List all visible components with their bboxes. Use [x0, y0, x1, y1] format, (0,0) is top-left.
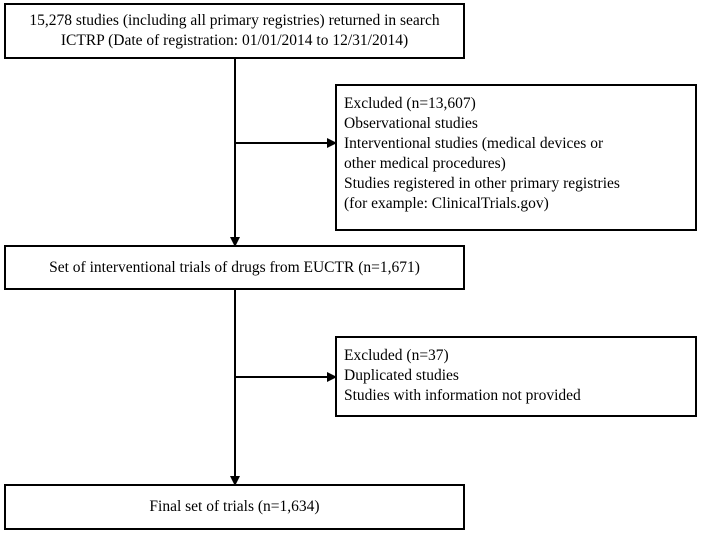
euctr-trials-label: Set of interventional trials of drugs fr… — [49, 258, 420, 276]
final-set-box: Final set of trials (n=1,634) — [4, 484, 465, 530]
excluded-1-reason-example: (for example: ClinicalTrials.gov) — [344, 195, 549, 212]
euctr-trials-box: Set of interventional trials of drugs fr… — [4, 245, 465, 290]
excluded-1-count: Excluded (n=13,607) — [344, 95, 476, 112]
excluded-box-1: Excluded (n=13,607) Observational studie… — [335, 84, 697, 231]
excluded-2-count: Excluded (n=37) — [344, 347, 449, 364]
excluded-box-2: Excluded (n=37) Duplicated studies Studi… — [335, 336, 697, 417]
search-results-line-2: ICTRP (Date of registration: 01/01/2014 … — [60, 32, 409, 49]
final-set-label: Final set of trials (n=1,634) — [149, 498, 320, 515]
excluded-1-reason-other-registries: Studies registered in other primary regi… — [344, 175, 620, 192]
excluded-1-reason-observational: Observational studies — [344, 115, 478, 132]
search-results-box: 15,278 studies (including all primary re… — [4, 3, 465, 59]
search-results-line-1: 15,278 studies (including all primary re… — [29, 12, 440, 29]
excluded-2-reason-duplicated: Duplicated studies — [344, 367, 459, 384]
excluded-2-reason-no-info: Studies with information not provided — [344, 387, 581, 404]
excluded-1-reason-interventional-cont: other medical procedures) — [344, 155, 506, 172]
excluded-1-reason-interventional: Interventional studies (medical devices … — [344, 135, 604, 152]
